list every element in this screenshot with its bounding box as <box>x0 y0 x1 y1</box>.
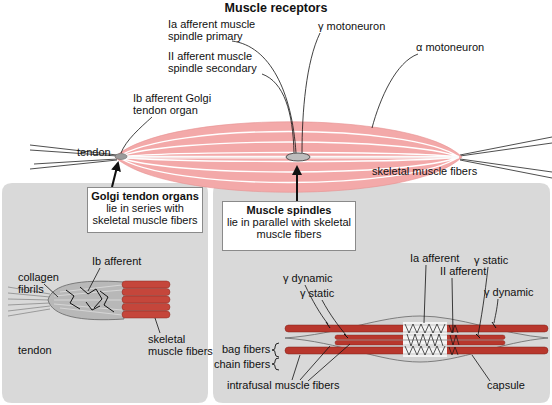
ib-afferent-endings <box>66 287 114 312</box>
annulospiral-ending <box>405 324 445 355</box>
leader-line <box>88 268 100 291</box>
part-label: II afferent muscle spindle secondary <box>168 50 280 74</box>
box-text: lie in parallel with skeletal muscle fib… <box>226 216 352 240</box>
part-label: skeletal muscle fibers <box>372 165 477 177</box>
leader-line <box>478 267 488 335</box>
callout-box: Muscle spindleslie in parallel with skel… <box>222 201 356 251</box>
box-text: lie in series with skeletal muscle fiber… <box>91 202 199 226</box>
leader-line <box>292 344 350 381</box>
part-label: skeletal muscle fibers <box>148 333 218 357</box>
part-label: Ib afferent Golgi tendon organ <box>133 92 233 116</box>
panel-background <box>2 183 208 403</box>
leader-line <box>472 355 490 381</box>
box-heading: Golgi tendon organs <box>91 190 199 202</box>
muscle-spindle <box>286 153 310 161</box>
skeletal-muscle <box>115 122 462 193</box>
part-label: Ib afferent <box>92 255 141 267</box>
callout-box: Golgi tendon organslie in series with sk… <box>87 187 203 233</box>
leader-line <box>44 284 58 297</box>
part-label: chain fibers <box>214 358 270 370</box>
leader-line <box>452 278 453 333</box>
part-label: γ static <box>474 254 508 266</box>
part-label: tendon <box>77 146 111 158</box>
collagen-fibrils <box>54 285 122 315</box>
golgi-tendon-organ <box>115 154 127 160</box>
part-label: Ia afferent <box>410 252 459 264</box>
gamma-ending <box>326 322 496 338</box>
bracket <box>272 343 279 357</box>
leader-line <box>262 74 294 153</box>
muscle-fiber <box>122 304 170 311</box>
equatorial-region <box>403 322 447 357</box>
part-label: Ia afferent muscle spindle primary <box>168 18 278 42</box>
part-label: γ static <box>300 287 334 299</box>
bracket <box>272 358 279 370</box>
leader-line <box>322 300 346 335</box>
pointer-arrow <box>112 163 118 187</box>
part-label: γ motoneuron <box>318 20 385 32</box>
pointer-arrow <box>296 167 298 201</box>
leader-line <box>372 54 418 128</box>
secondary-ending <box>449 325 459 355</box>
leader-line <box>494 299 498 323</box>
leader-line <box>121 117 152 153</box>
part-label: intrafusal muscle fibers <box>227 379 340 391</box>
muscle-fiber <box>122 289 170 296</box>
part-label: capsule <box>487 379 525 391</box>
part-label: γ dynamic <box>484 286 534 298</box>
part-label: γ dynamic <box>283 272 333 284</box>
panel-background <box>213 183 550 403</box>
tendon-lines <box>30 145 117 169</box>
muscle-fiber <box>122 311 170 318</box>
diagram-title: Muscle receptors <box>0 1 552 15</box>
fiber-outline <box>403 325 447 354</box>
part-label: α motoneuron <box>416 41 484 53</box>
leader-line <box>302 33 320 153</box>
part-label: bag fibers <box>222 343 270 355</box>
muscle-fiber <box>122 296 170 303</box>
part-label: II afferent <box>440 265 486 277</box>
tendon-organ-capsule <box>48 281 124 320</box>
spindle-capsule <box>285 316 548 362</box>
part-label: collagen fibrils <box>18 271 68 295</box>
part-label: tendon <box>18 344 52 356</box>
leader-line <box>424 265 426 323</box>
box-heading: Muscle spindles <box>226 204 352 216</box>
muscle-fiber <box>122 281 170 288</box>
leader-line <box>155 318 160 333</box>
